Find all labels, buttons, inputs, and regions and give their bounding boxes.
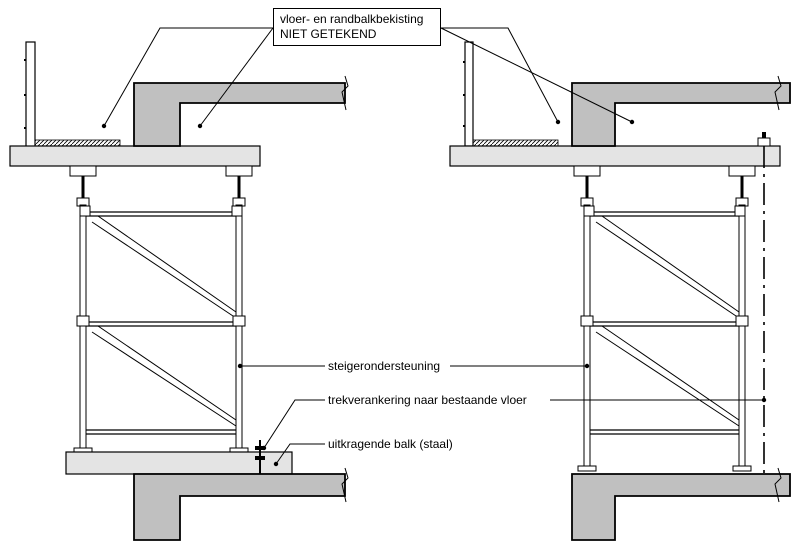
right-hatch-strip <box>472 139 559 147</box>
left-detail <box>9 41 349 541</box>
formwork-note-box: vloer- en randbalkbekisting NIET GETEKEN… <box>273 8 441 46</box>
left-steel-cantilever-beam <box>65 451 293 475</box>
right-top-jacks <box>573 165 756 207</box>
leader-dots <box>101 119 767 467</box>
left-existing-floor <box>133 473 346 541</box>
left-concrete-edge-beam <box>133 82 346 147</box>
left-timber-beam <box>9 145 261 167</box>
right-detail <box>449 41 791 541</box>
leader-lines <box>103 27 764 465</box>
left-hatch-strip <box>34 139 121 147</box>
left-edge-board <box>25 41 36 149</box>
note-line-2: NIET GETEKEND <box>280 27 377 41</box>
left-scaffold-frame <box>76 204 246 451</box>
right-existing-floor <box>571 473 791 541</box>
right-edge-board <box>464 41 474 147</box>
note-line-1: vloer- en randbalkbekisting <box>280 12 424 26</box>
label-beam: uitkragende balk (staal) <box>328 437 453 451</box>
label-anchor: trekverankering naar bestaande vloer <box>328 393 527 407</box>
right-timber-beam <box>449 145 781 167</box>
label-support: steigerondersteuning <box>328 359 440 373</box>
right-concrete-edge-beam <box>571 82 791 147</box>
left-top-jacks <box>69 165 253 207</box>
right-scaffold-frame <box>580 204 749 471</box>
